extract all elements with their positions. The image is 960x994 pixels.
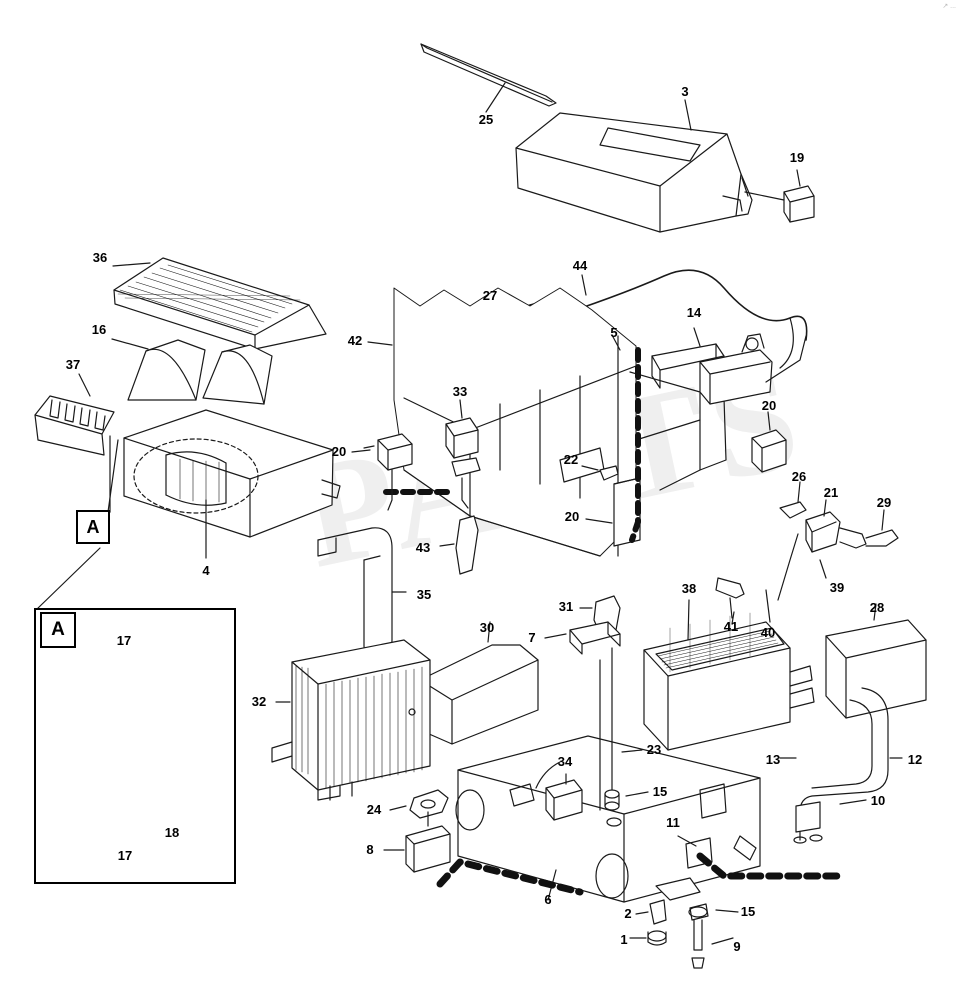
callout-29: 29 [876,495,892,510]
base-seal-dashed-right [696,852,844,880]
detail-marker-A: A [76,510,110,544]
callout-10: 10 [870,793,886,808]
parts-bottom-fasteners [629,899,739,969]
callout-17-top: 17 [116,633,132,648]
callout-5: 5 [610,325,618,340]
callout-11: 11 [666,815,680,830]
callout-26: 26 [791,469,807,484]
callout-36: 36 [92,250,108,265]
callout-7: 7 [528,630,536,645]
part-seal-dashed-line-right [629,347,641,543]
callout-23: 23 [646,742,662,757]
callout-1: 1 [620,932,628,947]
callout-24: 24 [366,802,382,817]
callout-15-upper: 15 [652,784,668,799]
callout-21: 21 [823,485,839,500]
callout-41: 41 [723,619,739,634]
callout-17-bottom: 17 [117,848,133,863]
part-6-base-tray [455,735,761,903]
part-12-10-13-hoses [779,687,903,844]
callout-43: 43 [415,540,431,555]
part-20-center-leader [585,518,613,524]
part-37-clips [34,373,115,456]
part-36-filter [112,257,327,350]
corner-note: ↗ ... [942,3,956,10]
callout-20-right: 20 [761,398,777,413]
callout-16: 16 [91,322,107,337]
part-26-21-29-39-fittings [777,481,899,601]
part-11-leader [677,835,697,847]
callout-8: 8 [366,842,374,857]
part-30-plate [419,621,539,745]
callout-15-lower: 15 [740,904,756,919]
part-34-cylinder [545,773,583,821]
part-7-pad [544,621,621,655]
part-44-hose [507,269,808,369]
callout-20-center: 20 [564,509,580,524]
part-38-heater-core [643,599,815,751]
callout-25: 25 [478,112,494,127]
callout-19: 19 [789,150,805,165]
part-19-block [741,169,815,223]
part-20-relay-left [351,433,413,511]
callout-44: 44 [572,258,588,273]
callout-30: 30 [479,620,495,635]
callout-42: 42 [347,333,363,348]
part-33-clamp [445,399,481,509]
callout-18: 18 [164,825,180,840]
callout-13: 13 [765,752,781,767]
part-23-15-rods [599,647,649,827]
part-16-duct [111,338,273,405]
callout-2: 2 [624,906,632,921]
callout-27: 27 [482,288,498,303]
callout-33: 33 [452,384,468,399]
detail-view-A-label-box: A [40,612,76,648]
callout-32: 32 [251,694,267,709]
part-28-cover-plate [825,603,927,719]
part-22-lever [581,465,619,481]
detail-view-A-box [34,608,236,884]
callout-4: 4 [202,563,210,578]
part-14-valve-bracket [651,327,807,405]
callout-35: 35 [416,587,432,602]
part-5-main-box [393,287,727,557]
callout-12: 12 [907,752,923,767]
part-3-cover [515,99,753,233]
part-24-8-parts [383,789,451,873]
callout-31: 31 [558,599,574,614]
part-32-core [271,639,431,801]
callout-3: 3 [681,84,689,99]
callout-40: 40 [760,625,776,640]
part-4-blower-housing [107,409,341,559]
callout-6: 6 [544,892,552,907]
callout-9: 9 [733,939,741,954]
base-seal-dashed-front [436,858,584,896]
callout-37: 37 [65,357,81,372]
part-41-40-brackets [715,577,771,625]
callout-14: 14 [686,305,702,320]
part-43-bracket [439,515,479,575]
callout-28: 28 [869,600,885,615]
part-25-rod [420,43,557,113]
callout-38: 38 [681,581,697,596]
callout-20-left: 20 [331,444,347,459]
callout-34: 34 [557,754,573,769]
callout-22: 22 [563,452,579,467]
callout-39: 39 [829,580,845,595]
part-20-relay-right [751,411,787,473]
